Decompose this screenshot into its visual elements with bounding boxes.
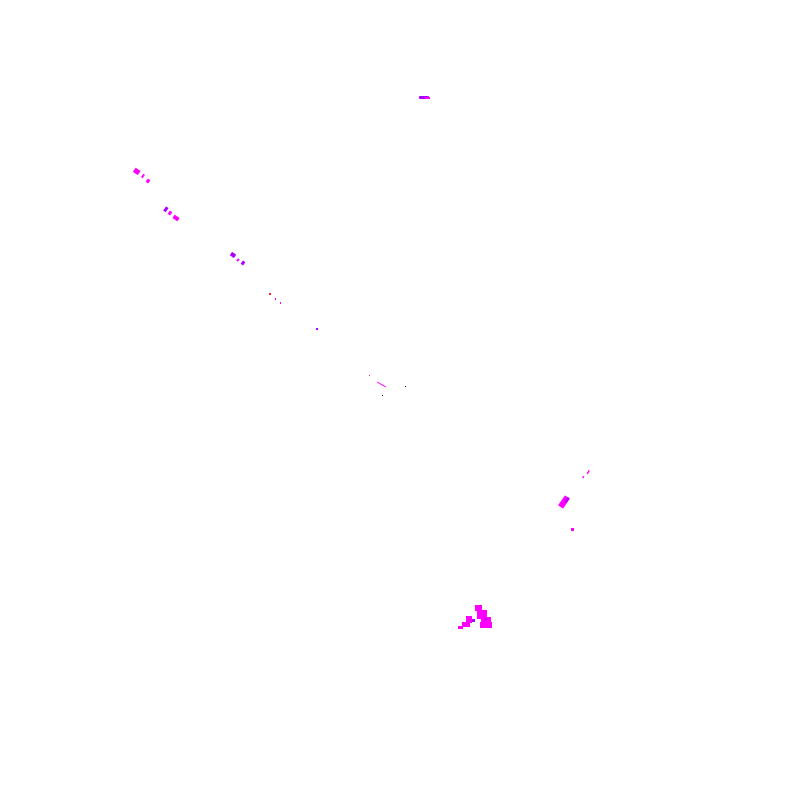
map-feature[interactable] [275, 298, 276, 300]
map-feature[interactable] [458, 626, 463, 629]
map-feature[interactable] [571, 528, 574, 531]
map-feature[interactable] [141, 173, 145, 179]
map-feature[interactable] [167, 210, 173, 216]
map-feature[interactable] [466, 616, 472, 623]
map-feature[interactable] [369, 375, 370, 376]
map-feature[interactable] [462, 622, 470, 627]
south-building-cluster [458, 605, 492, 629]
map-feature[interactable] [475, 605, 482, 611]
map-feature[interactable] [269, 293, 271, 295]
map-feature[interactable] [376, 381, 387, 388]
map-feature[interactable] [240, 260, 246, 266]
map-feature[interactable] [163, 206, 169, 213]
map-feature[interactable] [236, 258, 240, 262]
map-feature[interactable] [477, 610, 487, 619]
map-feature[interactable] [145, 178, 151, 184]
map-feature[interactable] [132, 167, 141, 176]
map-feature[interactable] [485, 618, 487, 620]
map-feature[interactable] [582, 475, 585, 479]
map-feature[interactable] [382, 395, 383, 396]
central-sparse-marks [269, 293, 406, 396]
map-feature[interactable] [472, 619, 475, 622]
map-feature[interactable] [564, 496, 570, 504]
map-feature[interactable] [480, 622, 492, 628]
map-feature[interactable] [425, 97, 430, 99]
map-feature[interactable] [316, 328, 318, 330]
map-feature[interactable] [229, 251, 237, 259]
map-feature[interactable] [280, 302, 281, 304]
map-feature[interactable] [172, 214, 180, 222]
north-cluster [419, 96, 430, 99]
east-cluster [558, 470, 590, 531]
northwest-diagonal-chain [132, 167, 246, 266]
map-feature[interactable] [405, 386, 406, 387]
map-feature[interactable] [586, 470, 590, 475]
